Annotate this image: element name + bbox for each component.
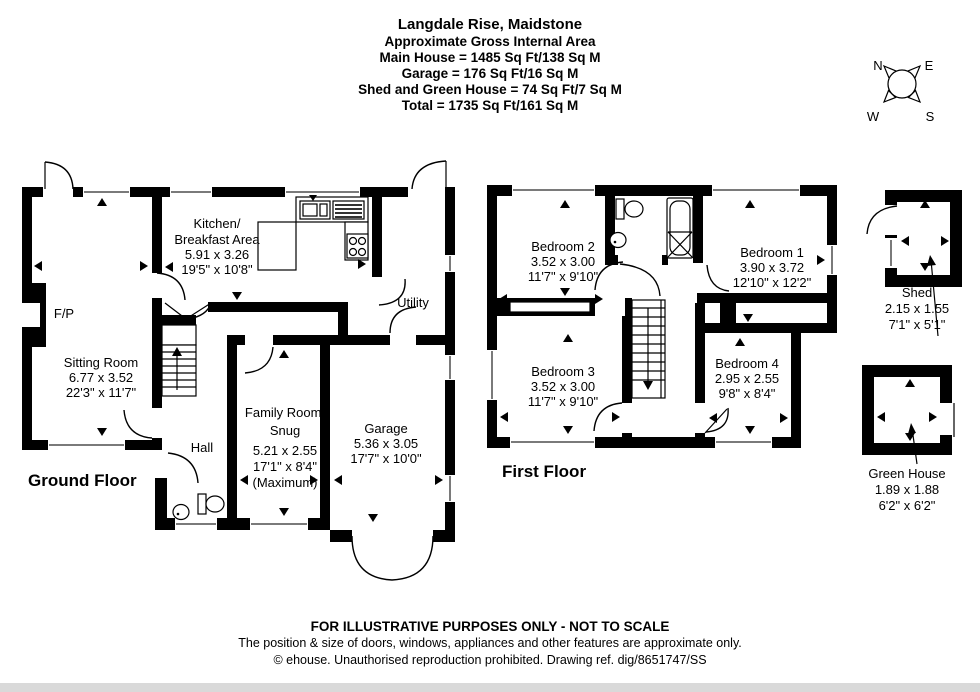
compass-e: E bbox=[925, 58, 934, 73]
compass-n: N bbox=[873, 58, 882, 73]
greenhouse-name: Green House bbox=[868, 466, 945, 481]
bedroom2-metric: 3.52 x 3.00 bbox=[531, 254, 595, 269]
bedroom4-name: Bedroom 4 bbox=[715, 356, 779, 371]
hall-name: Hall bbox=[191, 440, 214, 455]
drainer-icon bbox=[332, 200, 365, 220]
shed-imperial: 7'1" x 5'1" bbox=[889, 317, 946, 332]
greenhouse-imperial: 6'2" x 6'2" bbox=[879, 498, 936, 513]
basin-icon-ff bbox=[609, 231, 627, 249]
first-floor-title: First Floor bbox=[502, 462, 586, 481]
ground-floor-windows bbox=[48, 187, 455, 530]
bottom-edge-strip bbox=[0, 683, 980, 692]
kitchen-imperial: 19'5" x 10'8" bbox=[181, 262, 253, 277]
hob-icon bbox=[344, 221, 369, 261]
bathroom-fixtures bbox=[609, 197, 694, 259]
ground-floor-labels: Sitting Room 6.77 x 3.52 22'3" x 11'7" F… bbox=[28, 216, 429, 490]
kitchen-name-1: Kitchen/ bbox=[194, 216, 241, 231]
footer-disclaimer: FOR ILLUSTRATIVE PURPOSES ONLY - NOT TO … bbox=[310, 619, 670, 634]
bedroom1-metric: 3.90 x 3.72 bbox=[740, 260, 804, 275]
garage-metric: 5.36 x 3.05 bbox=[354, 436, 418, 451]
ground-floor-stairs bbox=[161, 324, 197, 397]
footer: FOR ILLUSTRATIVE PURPOSES ONLY - NOT TO … bbox=[0, 618, 980, 669]
ground-floor-doors bbox=[44, 160, 447, 581]
family-room-name-1: Family Room/ bbox=[245, 405, 326, 420]
kitchen-metric: 5.91 x 3.26 bbox=[185, 247, 249, 262]
bedroom3-metric: 3.52 x 3.00 bbox=[531, 379, 595, 394]
compass-w: W bbox=[867, 109, 880, 124]
ground-floor-walls bbox=[22, 187, 455, 542]
family-room-metric: 5.21 x 2.55 bbox=[253, 443, 317, 458]
header-total-area: Total = 1735 Sq Ft/161 Sq M bbox=[401, 98, 579, 113]
header-main-house-area: Main House = 1485 Sq Ft/138 Sq M bbox=[379, 50, 601, 65]
ground-floor-title: Ground Floor bbox=[28, 471, 137, 490]
cloakroom-fixtures bbox=[172, 493, 225, 521]
bedroom4-metric: 2.95 x 2.55 bbox=[715, 371, 779, 386]
bedroom2-imperial: 11'7" x 9'10" bbox=[528, 269, 599, 284]
garage-imperial: 17'7" x 10'0" bbox=[350, 451, 422, 466]
utility-name: Utility bbox=[397, 295, 429, 310]
garage-name: Garage bbox=[364, 421, 407, 436]
bedroom2-name: Bedroom 2 bbox=[531, 239, 595, 254]
header-garage-area: Garage = 176 Sq Ft/16 Sq M bbox=[401, 66, 579, 81]
family-room-name-2: Snug bbox=[270, 423, 300, 438]
first-floor-labels: Bedroom 2 3.52 x 3.00 11'7" x 9'10" Bedr… bbox=[502, 239, 812, 481]
sitting-room-metric: 6.77 x 3.52 bbox=[69, 370, 133, 385]
first-floor-windows bbox=[487, 185, 837, 448]
compass-icon: N E W S bbox=[867, 58, 935, 124]
family-room-note: (Maximum) bbox=[253, 475, 318, 490]
bedroom3-name: Bedroom 3 bbox=[531, 364, 595, 379]
greenhouse-metric: 1.89 x 1.88 bbox=[875, 482, 939, 497]
page-title: Langdale Rise, Maidstone bbox=[397, 16, 583, 33]
shed-name: Shed bbox=[902, 285, 932, 300]
toilet-icon bbox=[197, 493, 225, 515]
kitchen-fixtures bbox=[257, 195, 369, 271]
greenhouse-plan: Green House 1.89 x 1.88 6'2" x 6'2" bbox=[862, 365, 955, 513]
first-floor-stairs bbox=[631, 299, 666, 399]
bedroom1-name: Bedroom 1 bbox=[740, 245, 804, 260]
bath-shower-icon bbox=[666, 197, 694, 259]
footer-copyright: © ehouse. Unauthorised reproduction proh… bbox=[273, 653, 707, 667]
shed-plan: Shed 2.15 x 1.55 7'1" x 5'1" bbox=[866, 190, 962, 337]
bedroom1-imperial: 12'10" x 12'2" bbox=[733, 275, 812, 290]
toilet-icon-ff bbox=[615, 198, 644, 220]
sink-icon bbox=[299, 195, 331, 220]
kitchen-name-2: Breakfast Area bbox=[174, 232, 260, 247]
family-room-imperial: 17'1" x 8'4" bbox=[253, 459, 317, 474]
first-floor-walls bbox=[487, 185, 837, 448]
basin-icon bbox=[172, 503, 190, 521]
shed-metric: 2.15 x 1.55 bbox=[885, 301, 949, 316]
footer-approximate-note: The position & size of doors, windows, a… bbox=[238, 636, 742, 650]
header-shed-greenhouse-area: Shed and Green House = 74 Sq Ft/7 Sq M bbox=[358, 82, 622, 97]
header: Langdale Rise, Maidstone Approximate Gro… bbox=[0, 16, 980, 114]
first-floor-doors bbox=[593, 261, 730, 434]
fireplace-label: F/P bbox=[54, 306, 74, 321]
bedroom3-imperial: 11'7" x 9'10" bbox=[528, 394, 599, 409]
bedroom4-imperial: 9'8" x 8'4" bbox=[719, 386, 776, 401]
first-floor-measure-arrows bbox=[499, 200, 825, 434]
ground-floor-measure-arrows bbox=[34, 198, 443, 522]
sitting-room-imperial: 22'3" x 11'7" bbox=[66, 385, 137, 400]
compass-s: S bbox=[926, 109, 935, 124]
sitting-room-name: Sitting Room bbox=[64, 355, 138, 370]
header-subtitle: Approximate Gross Internal Area bbox=[384, 34, 596, 49]
